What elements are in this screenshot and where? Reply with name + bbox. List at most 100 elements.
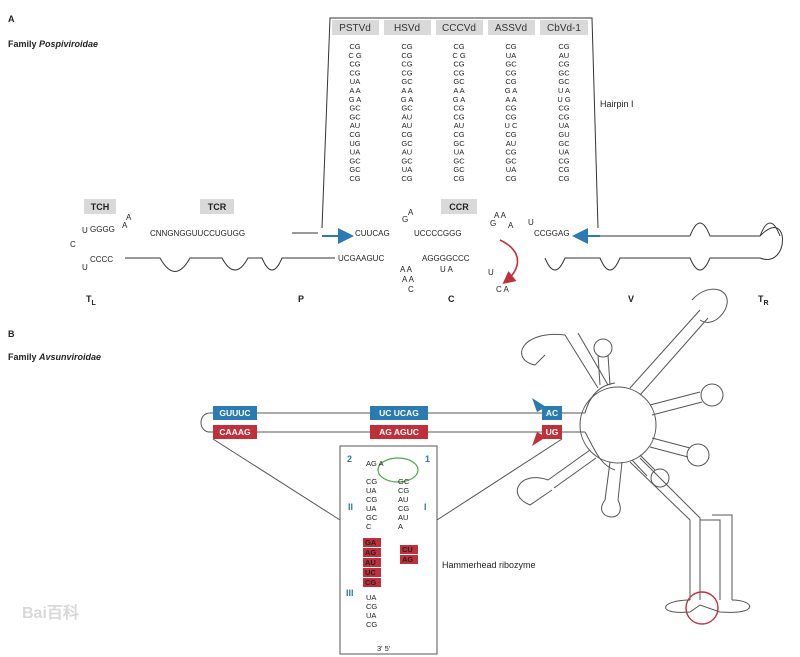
stem-pair: G A (505, 86, 518, 95)
red-highlight-circle (685, 591, 719, 625)
column-headers: PSTVd HSVd CCCVd ASSVd CbVd-1 (332, 20, 588, 35)
bottom-bulge-3: C (408, 285, 414, 294)
column-header-cccvd: CCCVd (442, 23, 476, 34)
stem-pair: UA (559, 148, 569, 157)
column-header-cbvd1: CbVd-1 (547, 23, 581, 34)
stem-pair: C G (348, 51, 362, 60)
stem-pair: GC (401, 104, 413, 113)
bottom-bulge-1: A A (400, 265, 413, 274)
arm-upper-right-loop (691, 288, 728, 323)
inset-pair: CG (398, 504, 409, 513)
stem-pair: GC (401, 77, 413, 86)
bottom-loop-u: U (488, 268, 494, 277)
stem-pair: CG (505, 174, 516, 183)
red-pair-box (363, 578, 381, 587)
stem-pair: CG (401, 60, 412, 69)
stem-pair: CG (505, 112, 516, 121)
arm-lower-left-loop (516, 477, 553, 506)
column-header-hsvd: HSVd (394, 23, 420, 34)
left-end-a2: A (126, 213, 132, 222)
inset-pair: UA (366, 486, 376, 495)
arm-right-lower-loop (686, 443, 710, 467)
red-pair-box (363, 558, 381, 567)
red-pair: GA (365, 538, 377, 547)
stem-pair: A A (505, 95, 516, 104)
stem-pair: GC (401, 156, 413, 165)
arm-lower-right-loop (650, 468, 670, 488)
stem-pair: CG (505, 104, 516, 113)
hairpin-label: Hairpin I (600, 99, 634, 109)
stem-pair: GC (401, 139, 413, 148)
stem-pair: CG (558, 104, 569, 113)
red-pair-box (400, 545, 418, 554)
stem-pair: UA (402, 165, 412, 174)
stem-label-II: II (348, 502, 353, 512)
red-cleavage-arrow (532, 432, 546, 446)
bottom-loop-ca: C A (496, 285, 510, 294)
bottom-bulge-ua: U A (440, 265, 454, 274)
stem-pair: G A (349, 95, 362, 104)
seq-top-cuucag: CUUCAG (355, 229, 390, 238)
stem-pair: CG (453, 104, 464, 113)
inset-pair: CG (366, 495, 377, 504)
stem-pair: GC (349, 156, 361, 165)
stem-pair: CG (558, 112, 569, 121)
arm-lower-left (547, 449, 597, 489)
left-end-u2: U (82, 263, 88, 272)
arm-lower-right (631, 454, 656, 477)
stem-label-III: III (346, 588, 354, 598)
panel-a-family: Family Pospiviroidae (8, 39, 98, 49)
tcr-label: TCR (208, 202, 227, 212)
red-box-1-label: CAAAG (219, 427, 251, 437)
stem-pair: CG (505, 77, 516, 86)
red-box-2 (370, 425, 428, 439)
arm-bottom (604, 461, 623, 501)
blue-box-3 (542, 406, 562, 420)
inset-pair: UA (366, 504, 376, 513)
seq-top-ccggag: CCGGAG (534, 229, 570, 238)
stem-pair: GC (453, 77, 465, 86)
stem-pair: CG (505, 130, 516, 139)
stem-pair: CG (505, 68, 516, 77)
seq-bottom-mid: AGGGGCCC (422, 254, 470, 263)
inset-pair: CG (398, 486, 409, 495)
stem-pair: G A (401, 95, 414, 104)
domain-tl-letter: T (86, 294, 92, 304)
stem-pair: A A (453, 86, 464, 95)
red-pair: UC (365, 568, 376, 577)
top-strand-loops (689, 222, 781, 237)
stem-pair: CG (349, 42, 360, 51)
inset-pair: AU (398, 513, 408, 522)
domain-tr-sub: R (764, 300, 769, 307)
stem-pair: CG (558, 60, 569, 69)
red-box-3-label: UG (546, 427, 559, 437)
domain-tr: TR (758, 294, 769, 307)
stem-pair: AU (559, 51, 569, 60)
panel-b-letter: B (8, 329, 15, 339)
inset-pair: UA (366, 593, 376, 602)
branch-connector (584, 382, 616, 414)
ccr-label: CCR (449, 202, 469, 212)
red-box-2-label: AG AGUC (379, 427, 419, 437)
stem-pair: UA (454, 148, 464, 157)
tch-box (84, 199, 116, 214)
stem-pair: AU (402, 121, 412, 130)
watermark: Bai百科 (22, 603, 79, 622)
stem-pair: CG (505, 148, 516, 157)
bulge-a: A (408, 208, 414, 217)
tcr-box (200, 199, 234, 214)
seq-bottom-left: UCGAAGUC (338, 254, 384, 263)
column-header-bg (488, 20, 535, 35)
stem-pair: AU (454, 121, 464, 130)
ribozyme-label: Hammerhead ribozyme (442, 560, 536, 570)
loop-g: G (490, 219, 496, 228)
stem-pair: GC (453, 165, 465, 174)
arm-right-loop (700, 383, 724, 407)
central-multibranch-loop (579, 386, 657, 464)
panel-b-family: Family Avsunviroidae (8, 352, 101, 362)
red-box-1 (213, 425, 257, 439)
stem-pair: AU (350, 121, 360, 130)
left-end-a1: A (122, 221, 128, 230)
inset-pair: UA (366, 611, 376, 620)
red-pair: AG (402, 555, 413, 564)
